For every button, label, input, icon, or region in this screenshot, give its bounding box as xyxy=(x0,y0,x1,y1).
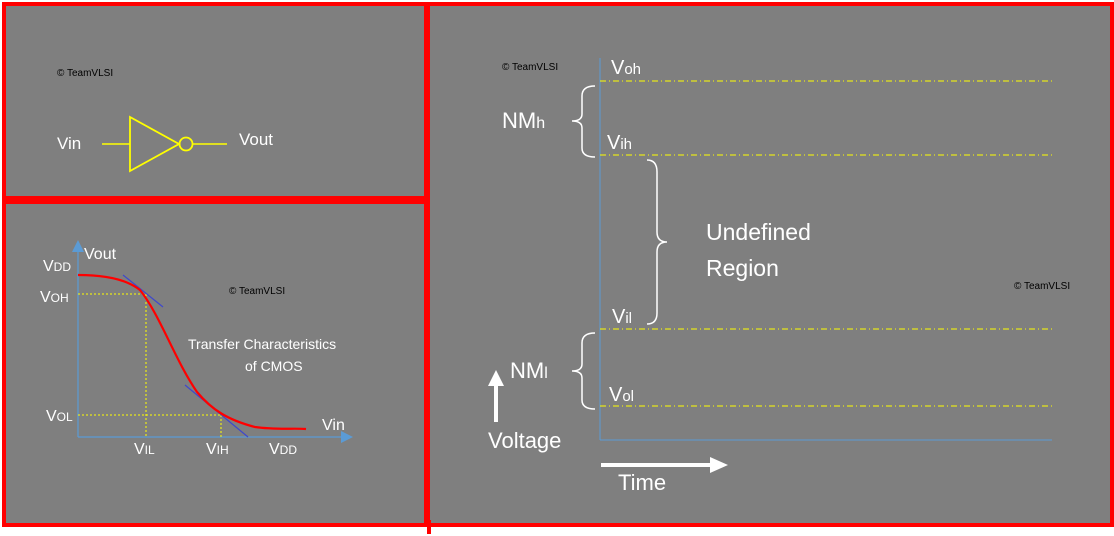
nmh-label: NMh xyxy=(502,108,545,133)
undefined-region-brace xyxy=(646,159,668,325)
vtc-y-axis-label: Vout xyxy=(84,246,117,263)
inverter-symbol xyxy=(102,115,227,173)
vih-level-label: Vih xyxy=(607,132,632,154)
vil-level-label: Vil xyxy=(612,306,632,328)
time-label: Time xyxy=(618,470,666,495)
vtc-title-line2: of CMOS xyxy=(245,358,303,374)
vtc-vil-label: VIL xyxy=(134,441,155,458)
vtc-vdd-y-label: VDD xyxy=(43,258,71,275)
vtc-copyright: © TeamVLSI xyxy=(229,286,285,297)
noise-copyright-top: © TeamVLSI xyxy=(502,62,558,73)
border-tail xyxy=(427,520,431,534)
vtc-vol-label: VOL xyxy=(46,408,73,425)
inverter-panel xyxy=(2,2,428,200)
inverter-copyright: © TeamVLSI xyxy=(57,68,113,79)
vtc-axes xyxy=(72,240,353,443)
level-lines xyxy=(600,80,1052,407)
vtc-dashed-guides xyxy=(78,293,222,437)
voltage-label: Voltage xyxy=(488,428,561,453)
voh-level-label: Voh xyxy=(611,57,641,79)
vtc-x-axis-label: Vin xyxy=(322,417,345,434)
time-arrow xyxy=(601,457,728,473)
noise-copyright-right: © TeamVLSI xyxy=(1014,281,1070,292)
vtc-vih-label: VIH xyxy=(206,441,229,458)
voltage-arrow xyxy=(488,370,504,422)
vtc-voh-label: VOH xyxy=(40,289,69,306)
vtc-title-line1: Transfer Characteristics xyxy=(188,336,336,352)
vtc-tangent-lines xyxy=(122,274,249,438)
vin-label: Vin xyxy=(57,134,81,153)
nml-label: NMl xyxy=(510,358,548,383)
noise-axes xyxy=(599,58,1052,441)
vout-label: Vout xyxy=(239,130,273,149)
transfer-characteristic-panel xyxy=(2,200,428,527)
vtc-curve xyxy=(77,273,307,431)
undefined-region-line1: Undefined xyxy=(706,219,811,245)
vtc-vdd-x-label: VDD xyxy=(269,441,297,458)
nmh-brace xyxy=(571,85,596,158)
nml-brace xyxy=(571,332,596,410)
vol-level-label: Vol xyxy=(609,384,634,406)
undefined-region-line2: Region xyxy=(706,255,779,281)
